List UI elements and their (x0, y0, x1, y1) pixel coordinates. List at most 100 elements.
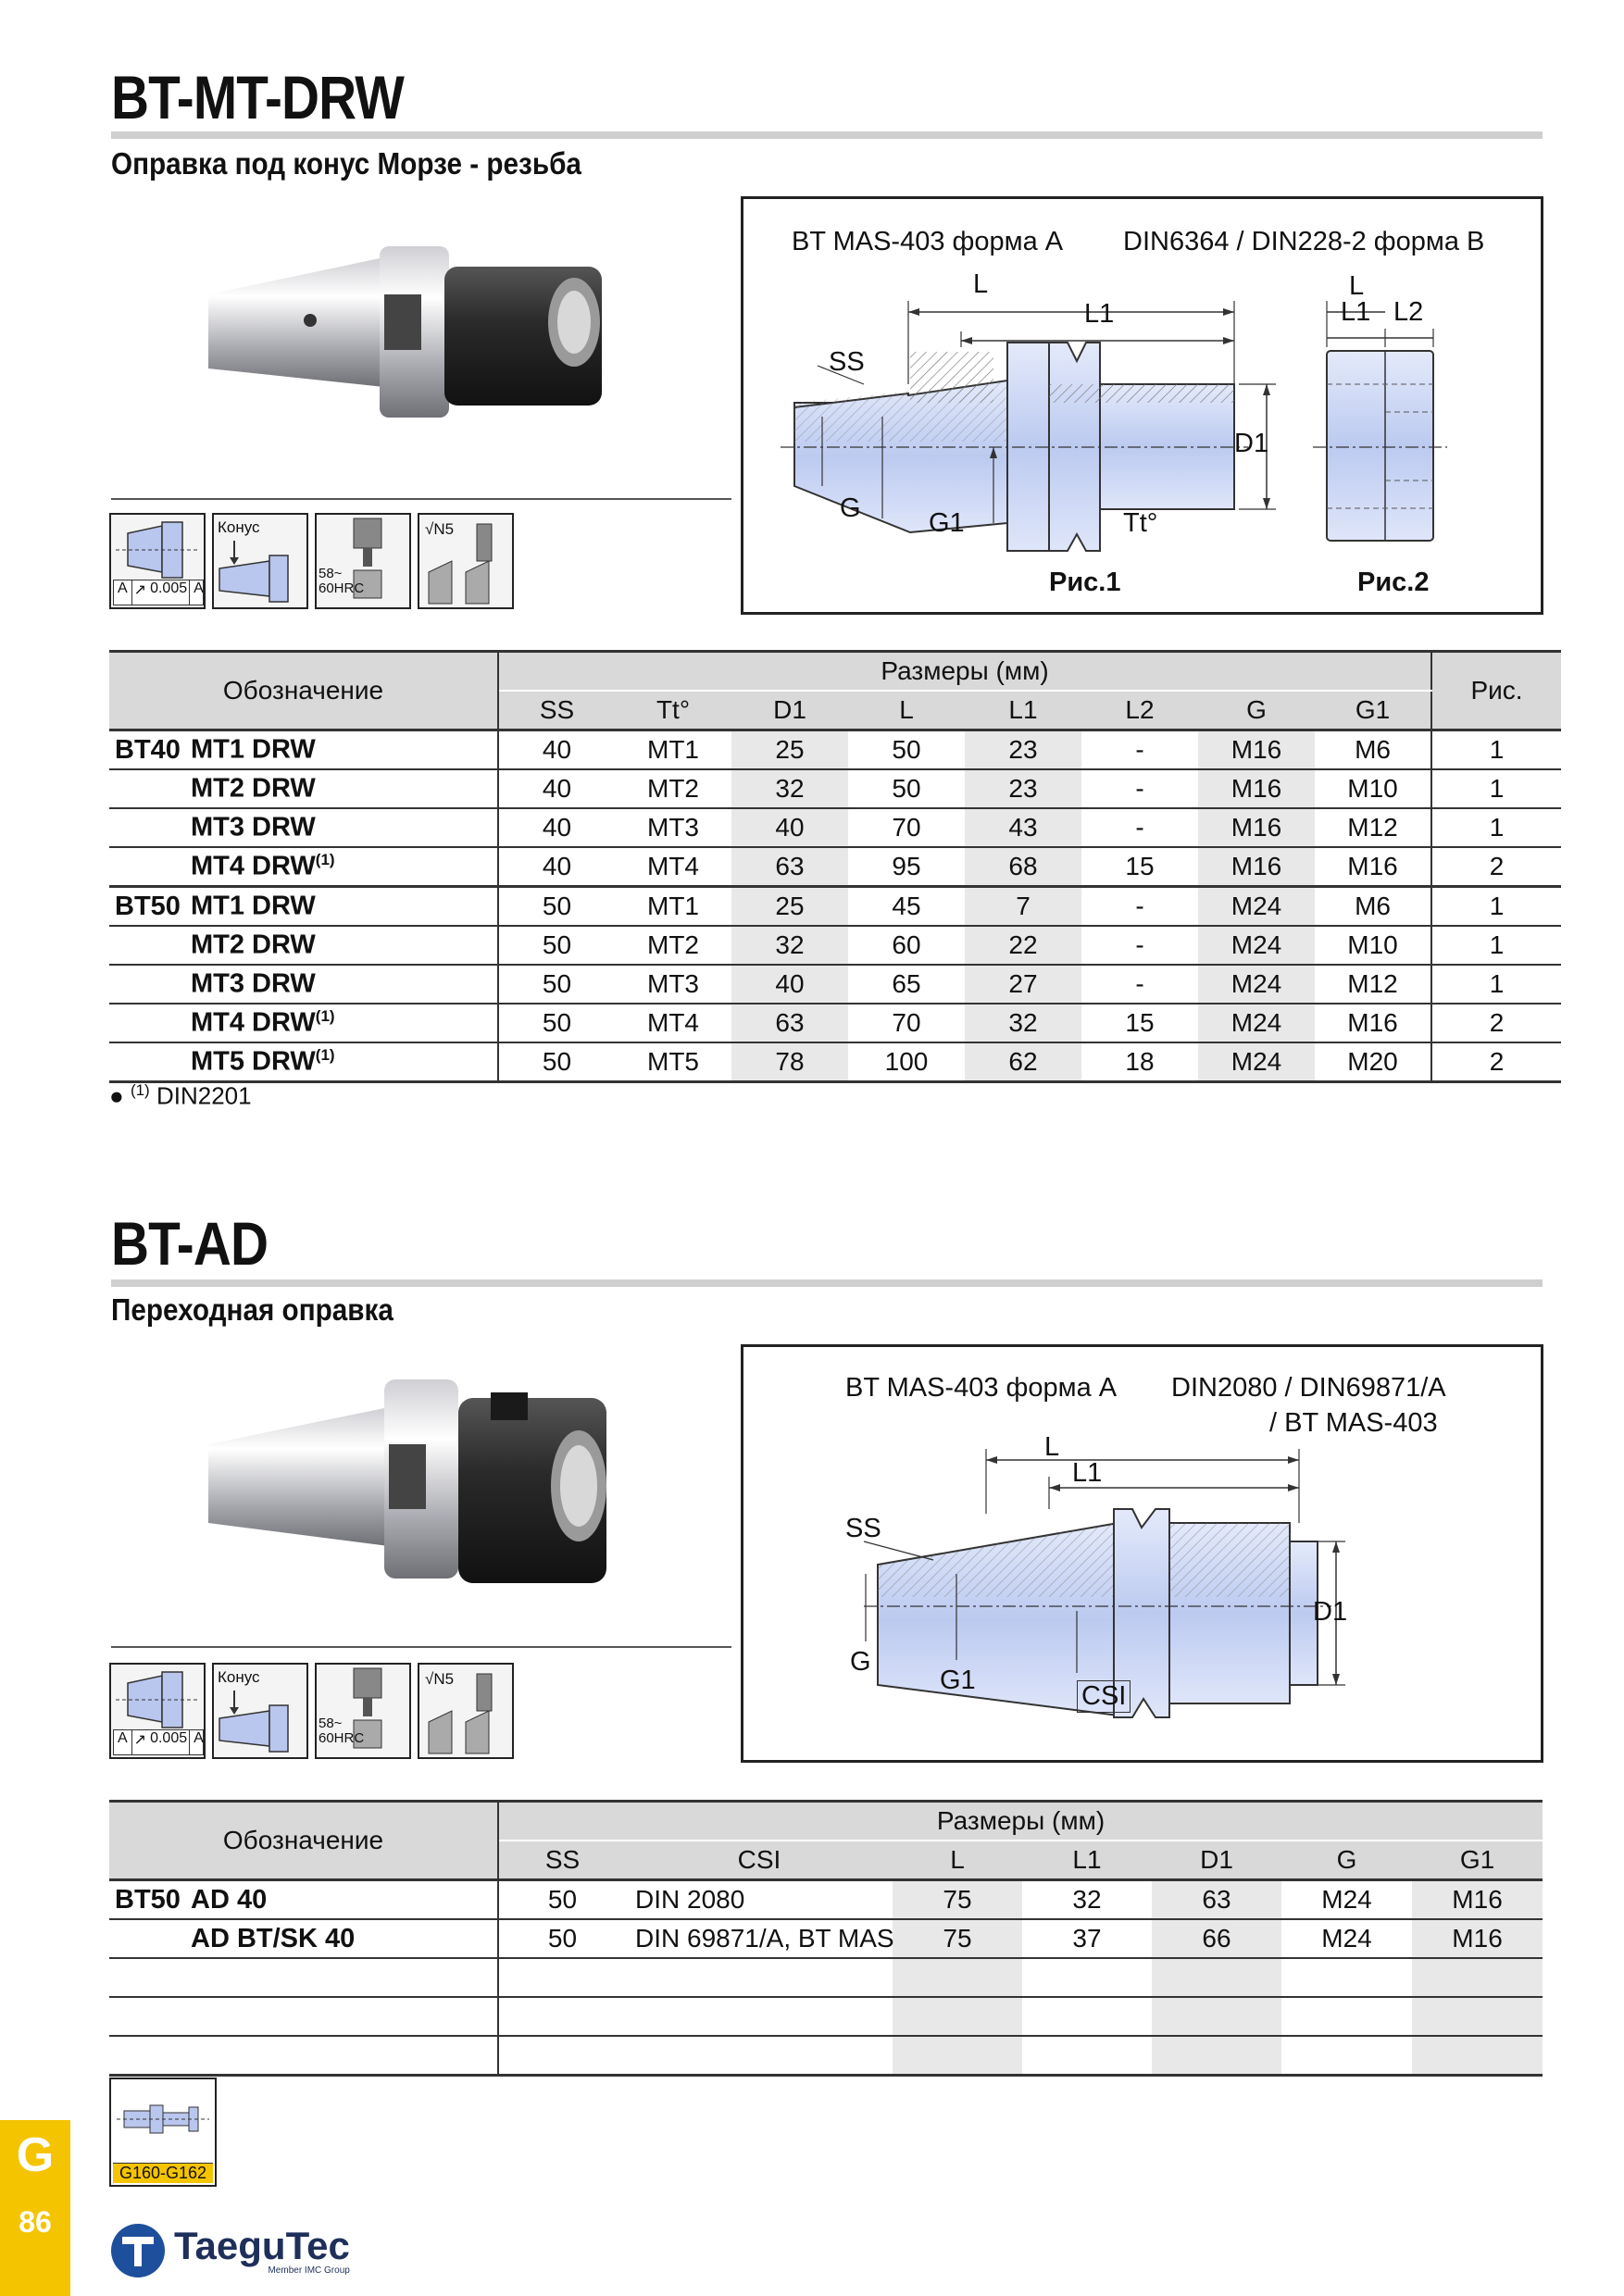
value-cell: MT2 (647, 774, 699, 803)
col-header: SS (498, 1841, 626, 1880)
figure-cell: 1 (1430, 808, 1562, 847)
value-cell: 95 (892, 852, 921, 880)
value-cell (1022, 1997, 1152, 2036)
runout-icon: A ↗ 0.005 A (109, 513, 206, 609)
diagram2-label-right2: / BT MAS-403 (1269, 1408, 1438, 1438)
photo-divider (111, 498, 731, 500)
figure-cell: 1 (1430, 886, 1562, 926)
runout-icon-2: A ↗ 0.005 A (109, 1663, 206, 1759)
designation-cell: MT4 DRW(1) (109, 1004, 499, 1042)
value-cell: M16 (1412, 1919, 1543, 1958)
dimensions-header: Размеры (мм) (498, 1801, 1543, 1841)
figure-cell: 1 (1430, 926, 1562, 965)
runout-datum-b: A (194, 1730, 204, 1746)
value-cell: 43 (965, 808, 1081, 847)
value-cell: MT1 (647, 735, 699, 764)
value-cell (1152, 1958, 1281, 1997)
runout-datum-a: A (114, 1730, 132, 1754)
value-cell: 27 (965, 965, 1081, 1004)
value-cell: 63 (731, 1004, 848, 1042)
col-header: G1 (1412, 1841, 1543, 1880)
title-rule-2 (111, 1279, 1543, 1287)
value-cell: 40 (542, 774, 572, 803)
value-cell: 7 (965, 886, 1081, 926)
dim-G: G (850, 1647, 871, 1677)
value-cell (626, 1997, 893, 2036)
product-code: MT3 DRW (191, 968, 316, 999)
value-cell: - (1135, 774, 1144, 803)
figure-cell: 2 (1430, 1004, 1562, 1042)
value-cell: MT1 (647, 892, 699, 920)
section1-title: BT-MT-DRW (111, 63, 405, 131)
value-cell: M16 (1412, 1879, 1543, 1919)
value-cell: 66 (1152, 1919, 1281, 1958)
hardness-label: 58~ 60HRC (319, 566, 365, 596)
value-cell: M16 (1198, 847, 1315, 887)
figure-cell: 1 (1430, 965, 1562, 1004)
finish-label: √N5 (425, 520, 455, 538)
dim1-G: G (840, 493, 861, 523)
value-cell: M16 (1198, 730, 1315, 769)
reference-pull-stud-box[interactable]: G160-G162 (109, 2078, 217, 2187)
value-cell: 62 (965, 1042, 1081, 1082)
diagram2-label-left: BT MAS-403 форма A (845, 1373, 1118, 1403)
cone-icon: Конус (212, 513, 308, 609)
col-header: L (848, 691, 965, 730)
brand-tagline: Member IMC Group (268, 2265, 350, 2276)
dim1-L: L (973, 269, 989, 299)
footnote-ref: (1) (315, 851, 335, 869)
value-cell: M16 (1198, 808, 1315, 847)
figure-cell: 1 (1430, 769, 1562, 808)
runout-value: 0.005 (148, 580, 191, 605)
figure-cell: 2 (1430, 847, 1562, 887)
col-header: D1 (1152, 1841, 1281, 1880)
value-cell: 70 (892, 813, 921, 842)
figure-2-label: Рис.2 (1357, 568, 1430, 597)
value-cell: M24 (1198, 965, 1315, 1004)
designation-cell: MT2 DRW (109, 926, 499, 965)
value-cell: MT2 (647, 930, 699, 959)
value-cell: 32 (1072, 1885, 1102, 1914)
value-cell: M24 (1198, 1004, 1315, 1042)
product-code: MT1 DRW (191, 734, 316, 765)
section1-subtitle: Оправка под конус Морзе - резьба (111, 146, 581, 181)
value-cell: M6 (1355, 735, 1391, 764)
value-cell: M20 (1347, 1047, 1398, 1076)
value-cell: - (1135, 813, 1144, 842)
surface-finish-icon: √N5 (418, 513, 514, 609)
value-cell: 50 (892, 735, 921, 764)
title-rule (111, 131, 1543, 139)
value-cell: 32 (965, 1004, 1081, 1042)
diagram-frame-2: BT MAS-403 форма A DIN2080 / DIN69871/A … (741, 1344, 1543, 1763)
hardness-label: 58~ 60HRC (319, 1716, 365, 1746)
product-photo-bt-ad (208, 1379, 606, 1583)
value-cell: 40 (542, 852, 572, 880)
value-cell: M16 (1347, 1008, 1398, 1037)
empty-table-row (109, 1997, 1543, 2036)
value-cell: M16 (1198, 769, 1315, 808)
value-cell: 25 (731, 730, 848, 769)
value-cell (498, 1997, 626, 2036)
value-cell: DIN 2080 (635, 1885, 745, 1914)
value-cell: M10 (1347, 930, 1398, 959)
value-cell: MT3 (647, 813, 699, 842)
diagram1-label-left: BT MAS-403 форма A (792, 227, 1064, 256)
dim1-G1: G1 (929, 508, 965, 538)
taegutec-logo-icon (111, 2224, 165, 2277)
value-cell: 15 (1125, 1008, 1155, 1037)
figure-1-label: Рис.1 (1049, 568, 1121, 597)
value-cell (1281, 2036, 1412, 2076)
col-header: G1 (1315, 691, 1432, 730)
surface-finish-icon-2: √N5 (418, 1663, 514, 1759)
dim-G1: G1 (940, 1666, 976, 1695)
value-cell: M6 (1355, 892, 1391, 920)
footnote-mark: (1) (130, 1081, 150, 1099)
dim-SS: SS (845, 1514, 881, 1543)
value-cell: 70 (892, 1008, 921, 1037)
